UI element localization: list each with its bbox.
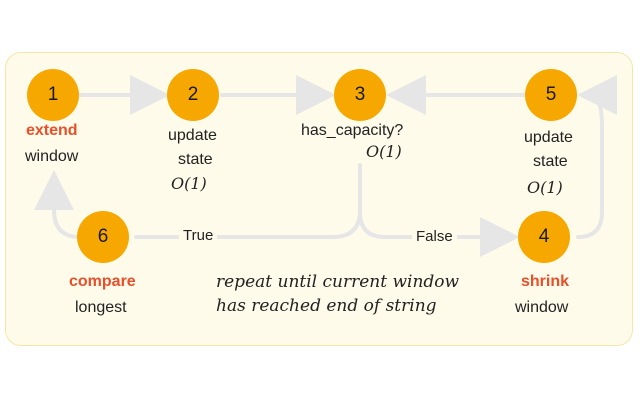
node-5-complexity: O(1) [527,178,563,197]
edge-label-true: True [179,227,218,244]
note-line-1: repeat until current window [216,272,460,292]
node-2: 2 [167,69,219,121]
node-4-action: shrink [521,273,570,290]
node-5: 5 [525,69,577,121]
node-6: 6 [77,211,129,263]
node-1-action: extend [26,122,78,139]
edge-label-false: False [412,228,457,245]
arrow-3-false-to-4 [358,203,520,257]
arrow-4-to-5 [576,75,618,239]
node-4: 4 [518,211,570,263]
arrow-6-to-1 [34,170,82,239]
node-2-line1: update [168,127,217,144]
node-3: 3 [334,69,386,121]
node-6-action: compare [69,273,136,290]
node-2-line2: state [178,151,213,168]
node-1-object: window [25,148,79,165]
node-6-object: longest [75,299,127,316]
node-4-object: window [515,299,569,316]
node-1: 1 [27,69,79,121]
node-5-line2: state [533,153,568,170]
node-3-complexity: O(1) [366,142,402,161]
node-2-complexity: O(1) [171,174,207,193]
note-line-2: has reached end of string [216,296,437,316]
arrow-3-true-to-6 [134,163,362,239]
node-3-question: has_capacity? [301,122,404,139]
node-5-line1: update [524,129,573,146]
